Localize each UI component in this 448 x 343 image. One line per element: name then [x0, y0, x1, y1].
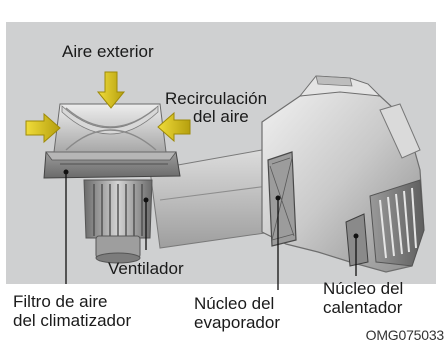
- heater-core-shape: [345, 213, 369, 267]
- heater-label-line1: Núcleo del: [323, 279, 404, 298]
- recirculation-arrow: [157, 111, 191, 143]
- blower-label: Ventilador: [108, 259, 184, 278]
- evaporator-label-line1: Núcleo del: [194, 294, 275, 313]
- recirculation-label-line2: del aire: [193, 107, 249, 126]
- filter-label-line2: del climatizador: [13, 311, 132, 330]
- filter-label-line1: Filtro de aire: [13, 292, 108, 311]
- leader-lines: [65, 172, 357, 290]
- evaporator-label-line2: evaporador: [194, 313, 281, 332]
- outside-air-arrow: [96, 71, 126, 109]
- heater-label-line2: calentador: [323, 298, 403, 317]
- outside-air-label: Aire exterior: [62, 42, 154, 61]
- left-intake-arrow: [25, 112, 61, 144]
- heater-louvers: [369, 179, 425, 267]
- figure-code: OMG075033: [365, 327, 445, 343]
- recirculation-label-line1: Recirculación: [165, 89, 268, 108]
